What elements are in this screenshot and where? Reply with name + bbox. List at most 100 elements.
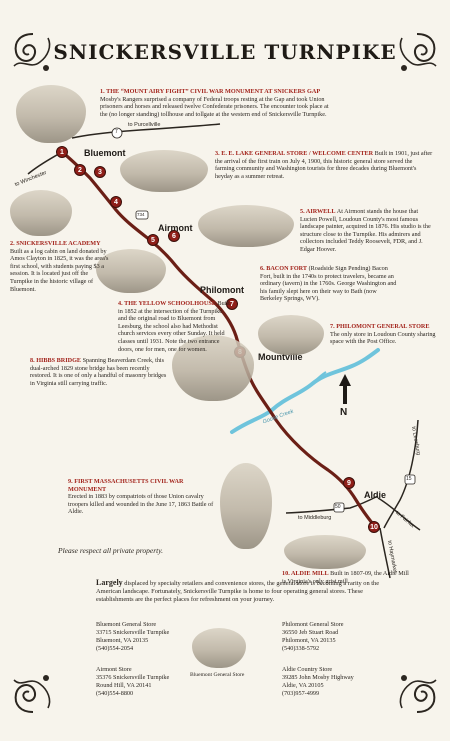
place-label-mountville: Mountville <box>258 352 303 362</box>
store-street: 35376 Snickersville Turnpike <box>96 674 170 681</box>
entry-1-heading: 1. THE “MOUNT AIRY FIGHT” CIVIL WAR MONU… <box>100 88 321 95</box>
route-734-shield <box>135 210 149 220</box>
route-7-label: 7 <box>115 129 118 135</box>
map-marker-3: 3 <box>94 166 106 178</box>
entry-2-heading: 2. SNICKERSVILLE ACADEMY <box>10 240 101 247</box>
entry-6-body: (Roadside Sign Pending) Bacon Fort, buil… <box>260 265 397 303</box>
snickersville-turnpike <box>60 150 378 530</box>
entry-7-heading: 7. PHILOMONT GENERAL STORE <box>330 323 430 330</box>
corner-flourish-top-right <box>399 33 437 71</box>
store-name: Aldie Country Store <box>282 666 333 673</box>
road-to-middleburg <box>285 495 379 514</box>
sketch-academy <box>10 190 72 236</box>
map-marker-1: 1 <box>56 146 68 158</box>
place-label-philomont: Philomont <box>200 285 244 295</box>
entry-8: 8. HIBBS BRIDGE Spanning Beaverdam Creek… <box>30 357 170 387</box>
road-route-7 <box>71 123 221 139</box>
route-7-shield <box>111 127 123 139</box>
entry-1: 1. THE “MOUNT AIRY FIGHT” CIVIL WAR MONU… <box>100 88 332 118</box>
map-marker-9: 9 <box>343 477 355 489</box>
map-marker-4: 4 <box>110 196 122 208</box>
sketch-bluemont-store <box>192 628 246 668</box>
entry-1-body: Mosby's Rangers surprised a company of F… <box>100 95 329 118</box>
place-label-bluemont: Bluemont <box>84 148 126 158</box>
place-label-airmont: Airmont <box>158 223 193 233</box>
map-marker-2: 2 <box>74 164 86 176</box>
entry-7: 7. PHILOMONT GENERAL STORE The only stor… <box>330 323 438 346</box>
north-label: N <box>340 407 348 418</box>
entry-2-body: Built as a log cabin on land donated by … <box>10 247 109 293</box>
route-734-label: 734 <box>137 212 145 217</box>
store-bluemont: Bluemont General Store 33715 Snickersvil… <box>96 621 169 653</box>
general-stores-intro: Largely displaced by specialty retailers… <box>96 579 396 604</box>
route-15-label: 15 <box>406 476 412 482</box>
entry-10-body: Built in 1807-09, the Aldie Mill is Virg… <box>282 570 409 585</box>
store-city: Aldie, VA 20105 <box>282 682 324 689</box>
store-airmont: Airmont Store 35376 Snickersville Turnpi… <box>96 666 169 698</box>
entry-3: 3. E. E. LAKE GENERAL STORE / WELCOME CE… <box>215 150 433 180</box>
road-label-purcellville: to Purcellville <box>128 122 161 128</box>
store-aldie: Aldie Country Store 39285 John Mosby Hig… <box>282 666 354 698</box>
entry-9: 9. FIRST MASSACHUSETTS CIVIL WAR MONUMEN… <box>68 478 216 516</box>
sketch-airwell <box>198 205 294 247</box>
store-street: 36550 Jeb Stuart Road <box>282 629 339 636</box>
store-phone: (540)554-8800 <box>96 690 134 697</box>
entry-4-heading: 4. THE YELLOW SCHOOLHOUSE <box>118 300 216 307</box>
entry-9-body: Erected in 1883 by compatriots of those … <box>68 493 214 516</box>
intro-text: displaced by specialty retailers and con… <box>96 580 380 603</box>
private-property-note: Please respect all private property. <box>58 546 164 555</box>
route-15-shield <box>404 474 416 485</box>
entry-8-heading: 8. HIBBS BRIDGE <box>30 357 82 364</box>
entry-4: 4. THE YELLOW SCHOOLHOUSE Built in 1852 … <box>118 300 230 353</box>
entry-8-body: Spanning Beaverdam Creek, this dual-arch… <box>30 357 167 387</box>
store-name: Philomont General Store <box>282 621 344 628</box>
corner-flourish-top-left <box>13 33 51 71</box>
entry-3-heading: 3. E. E. LAKE GENERAL STORE / WELCOME CE… <box>215 150 374 157</box>
place-label-aldie: Aldie <box>364 490 387 500</box>
entry-6: 6. BACON FORT (Roadside Sign Pending) Ba… <box>260 265 400 303</box>
north-arrow <box>339 374 351 404</box>
map-marker-5: 5 <box>147 234 159 246</box>
entry-9-heading: 9. FIRST MASSACHUSETTS CIVIL WAR MONUMEN… <box>68 478 184 493</box>
route-50-shield <box>333 502 345 513</box>
entry-7-body: The only store in Loudoun County sharing… <box>330 330 436 346</box>
goose-creek-branch <box>299 371 327 394</box>
route-50-label: 50 <box>335 504 341 510</box>
sketch-aldie-mill <box>284 535 366 569</box>
store-philomont: Philomont General Store 36550 Jeb Stuart… <box>282 621 344 653</box>
store-street: 33715 Snickersville Turnpike <box>96 629 170 636</box>
entry-3-body: Built in 1901, just after the arrival of… <box>215 150 433 180</box>
map-marker-6: 6 <box>168 230 180 242</box>
entry-10: 10. ALDIE MILL Built in 1807-09, the Ald… <box>282 570 412 585</box>
road-to-haymarket <box>379 527 391 579</box>
entry-2: 2. SNICKERSVILLE ACADEMY Built as a log … <box>10 240 110 293</box>
road-label-middleburg: to Middleburg <box>298 515 332 521</box>
sketch-monument-aldie <box>220 463 272 549</box>
entry-4-body: Built in 1852 at the intersection of the… <box>118 300 230 353</box>
sketch-lake-store <box>120 150 208 192</box>
store-phone: (703)957-4999 <box>282 690 320 697</box>
store-name: Airmont Store <box>96 666 132 673</box>
entry-6-heading: 6. BACON FORT <box>260 265 308 272</box>
intro-lead: Largely <box>96 578 123 587</box>
sketch-monument <box>16 85 86 143</box>
bluemont-store-caption: Bluemont General Store <box>190 672 245 678</box>
corner-flourish-bottom-left <box>13 675 51 713</box>
entry-5-heading: 5. AIRWELL <box>300 208 336 215</box>
sketch-philomont-store <box>258 315 324 355</box>
store-city: Round Hill, VA 20141 <box>96 682 152 689</box>
store-name: Bluemont General Store <box>96 621 157 628</box>
sketch-schoolhouse <box>96 249 166 293</box>
map-marker-10: 10 <box>368 521 380 533</box>
store-city: Philomont, VA 20135 <box>282 637 336 644</box>
sketch-hibbs-bridge <box>172 335 254 401</box>
store-street: 39285 John Mosby Highway <box>282 674 354 681</box>
map-title: SNICKERSVILLE TURNPIKE <box>53 40 397 64</box>
entry-5: 5. AIRWELL At Airmont stands the house t… <box>300 208 432 254</box>
entry-5-body: At Airmont stands the house that Lucien … <box>300 208 431 253</box>
corner-flourish-bottom-right <box>399 675 437 713</box>
road-to-fairfax <box>377 497 421 531</box>
entry-10-heading: 10. ALDIE MILL <box>282 570 329 577</box>
store-city: Bluemont, VA 20135 <box>96 637 149 644</box>
